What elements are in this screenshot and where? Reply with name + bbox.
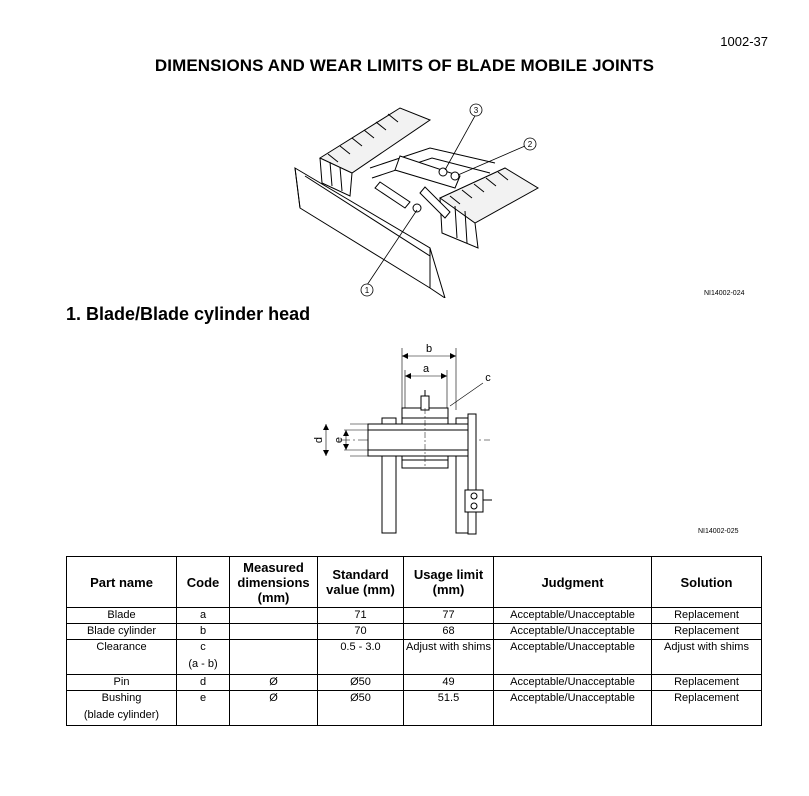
figure1-code: NI14002-024 — [704, 290, 745, 297]
cell-measured — [229, 639, 318, 675]
cell-part: Blade cylinder — [66, 623, 177, 640]
cell-part: Clearance — [66, 639, 177, 675]
joint-section-figure: b a c d e — [313, 343, 492, 535]
cell-measured — [229, 623, 318, 640]
callout-1: 1 — [365, 286, 370, 295]
cell-solution: Adjust with shims — [651, 639, 762, 675]
cell-code: e — [176, 690, 230, 726]
right-track-drawing — [439, 167, 539, 249]
cell-usage: 51.5 — [403, 690, 494, 726]
cell-part: Pin — [66, 674, 177, 691]
header-judgment: Judgment — [493, 556, 652, 608]
table-header-row: Part name Code Measured dimensions (mm) … — [66, 556, 762, 608]
cell-code-line1: c — [200, 641, 206, 653]
cell-standard: Ø50 — [317, 674, 404, 691]
cell-judgment: Acceptable/Unacceptable — [493, 690, 652, 726]
label-d: d — [313, 437, 325, 443]
cell-solution: Replacement — [651, 607, 762, 624]
header-part-name: Part name — [66, 556, 177, 608]
figure2-code: NI14002-025 — [698, 528, 739, 535]
cell-judgment: Acceptable/Unacceptable — [493, 607, 652, 624]
cell-part: Bushing (blade cylinder) — [66, 690, 177, 726]
cell-code-line2: (a - b) — [188, 658, 218, 670]
cell-usage: 68 — [403, 623, 494, 640]
blade-overview-figure: 1 2 3 — [294, 103, 539, 298]
cell-solution: Replacement — [651, 674, 762, 691]
cell-code: a — [176, 607, 230, 624]
page-number: 1002-37 — [720, 34, 768, 49]
callout-3: 3 — [474, 106, 479, 115]
cell-standard: 0.5 - 3.0 — [317, 639, 404, 675]
cell-code: b — [176, 623, 230, 640]
cell-standard: 71 — [317, 607, 404, 624]
table-row: Clearance c (a - b) 0.5 - 3.0 Adjust wit… — [66, 639, 762, 675]
cell-code: d — [176, 674, 230, 691]
cell-measured — [229, 607, 318, 624]
table-row: Bushing (blade cylinder) e Ø Ø50 51.5 Ac… — [66, 690, 762, 726]
left-track-drawing — [318, 107, 432, 197]
header-code: Code — [176, 556, 230, 608]
cell-usage: 49 — [403, 674, 494, 691]
cell-judgment: Acceptable/Unacceptable — [493, 623, 652, 640]
label-a: a — [423, 363, 430, 375]
cell-measured: Ø — [229, 674, 318, 691]
table-row: Blade cylinder b 70 68 Acceptable/Unacce… — [66, 623, 762, 640]
cell-code: c (a - b) — [176, 639, 230, 675]
cell-standard: Ø50 — [317, 690, 404, 726]
table-row: Blade a 71 77 Acceptable/Unacceptable Re… — [66, 607, 762, 624]
cell-measured: Ø — [229, 690, 318, 726]
wear-limits-table: Part name Code Measured dimensions (mm) … — [66, 556, 762, 726]
table-row: Pin d Ø Ø50 49 Acceptable/Unacceptable R… — [66, 674, 762, 691]
cell-part-line1: Bushing — [101, 692, 142, 704]
header-standard: Standard value (mm) — [317, 556, 404, 608]
cell-judgment: Acceptable/Unacceptable — [493, 639, 652, 675]
label-c: c — [485, 372, 491, 384]
cell-part: Blade — [66, 607, 177, 624]
cell-usage: Adjust with shims — [403, 639, 494, 675]
label-b: b — [426, 343, 432, 355]
header-solution: Solution — [651, 556, 762, 608]
label-e: e — [333, 437, 345, 443]
section-heading: 1. Blade/Blade cylinder head — [66, 304, 311, 324]
cell-judgment: Acceptable/Unacceptable — [493, 674, 652, 691]
cell-usage: 77 — [403, 607, 494, 624]
cell-solution: Replacement — [651, 623, 762, 640]
header-usage-limit: Usage limit (mm) — [403, 556, 494, 608]
cell-standard: 70 — [317, 623, 404, 640]
cell-part-line2: (blade cylinder) — [83, 709, 160, 721]
header-measured: Measured dimensions (mm) — [229, 556, 318, 608]
cell-solution: Replacement — [651, 690, 762, 726]
callout-2: 2 — [528, 140, 533, 149]
page-title: DIMENSIONS AND WEAR LIMITS OF BLADE MOBI… — [154, 56, 655, 75]
